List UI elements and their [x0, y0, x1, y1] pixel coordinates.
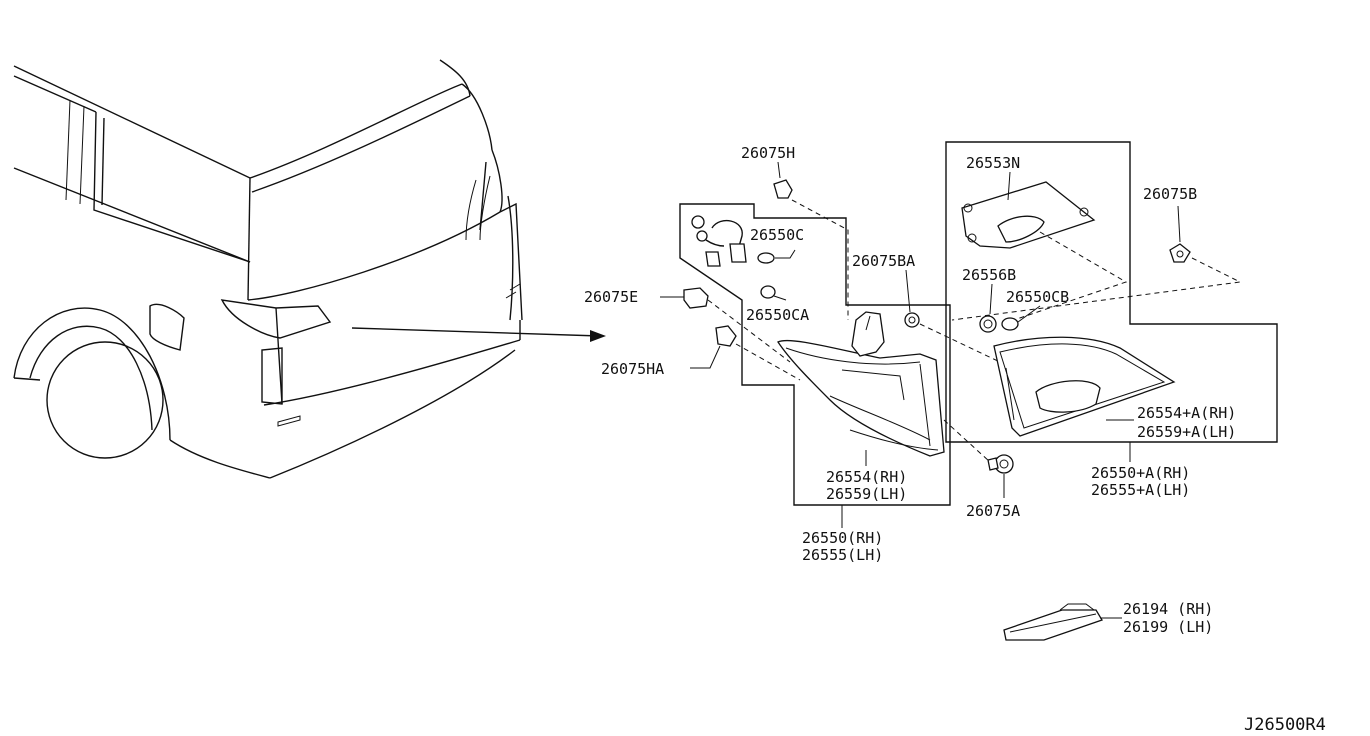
harness-26550c: [691, 215, 796, 267]
label-26550ca: 26550CA: [746, 306, 809, 324]
label-26550a-rh: 26550+A(RH): [1091, 464, 1190, 482]
label-26075b: 26075B: [1143, 185, 1197, 203]
label-26075e: 26075E: [584, 288, 638, 306]
label-26559-lh: 26559(LH): [826, 485, 907, 503]
label-26559a-lh: 26559+A(LH): [1137, 423, 1236, 441]
grommet-26075a: [943, 419, 1014, 498]
grommet-26075ba: [904, 269, 1001, 363]
label-26075ha: 26075HA: [601, 360, 664, 378]
label-26075h: 26075H: [741, 144, 795, 162]
label-26550c: 26550C: [750, 226, 804, 244]
label-26550cb: 26550CB: [1006, 288, 1069, 306]
clip-26075h: [773, 161, 849, 320]
clip-26075ha: [690, 325, 801, 381]
label-26555-lh: 26555(LH): [802, 546, 883, 564]
socket-26556b: [979, 283, 997, 333]
reflector-26194: [1003, 603, 1122, 641]
bulb-26550cb: [1001, 305, 1041, 331]
label-26550-rh: 26550(RH): [802, 529, 883, 547]
outer-lamp-frame: [679, 203, 951, 506]
part-labels: 26075H 26550C 26075E 26550CA 26075HA 260…: [584, 144, 1326, 735]
vehicle-rear-outline: [13, 59, 606, 479]
label-26554a-rh: 26554+A(RH): [1137, 404, 1236, 422]
label-26553n: 26553N: [966, 154, 1020, 172]
label-26554-rh: 26554(RH): [826, 468, 907, 486]
clip-26075e: [660, 287, 791, 363]
leader-lines: [841, 442, 1131, 528]
label-26199-lh: 26199 (LH): [1123, 618, 1213, 636]
inner-tail-lamp-26554a: [993, 336, 1176, 462]
label-26556b: 26556B: [962, 266, 1016, 284]
drawing-id: J26500R4: [1244, 715, 1326, 735]
label-26075ba: 26075BA: [852, 252, 915, 270]
inner-lamp-frame: [945, 141, 1278, 443]
label-26075a: 26075A: [966, 502, 1020, 520]
label-26194-rh: 26194 (RH): [1123, 600, 1213, 618]
outer-tail-lamp-26554: [777, 311, 945, 466]
bracket-26553n: [961, 171, 1128, 323]
label-26555a-lh: 26555+A(LH): [1091, 481, 1190, 499]
grommet-26075b: [951, 205, 1242, 321]
bulb-26550ca: [760, 285, 787, 301]
